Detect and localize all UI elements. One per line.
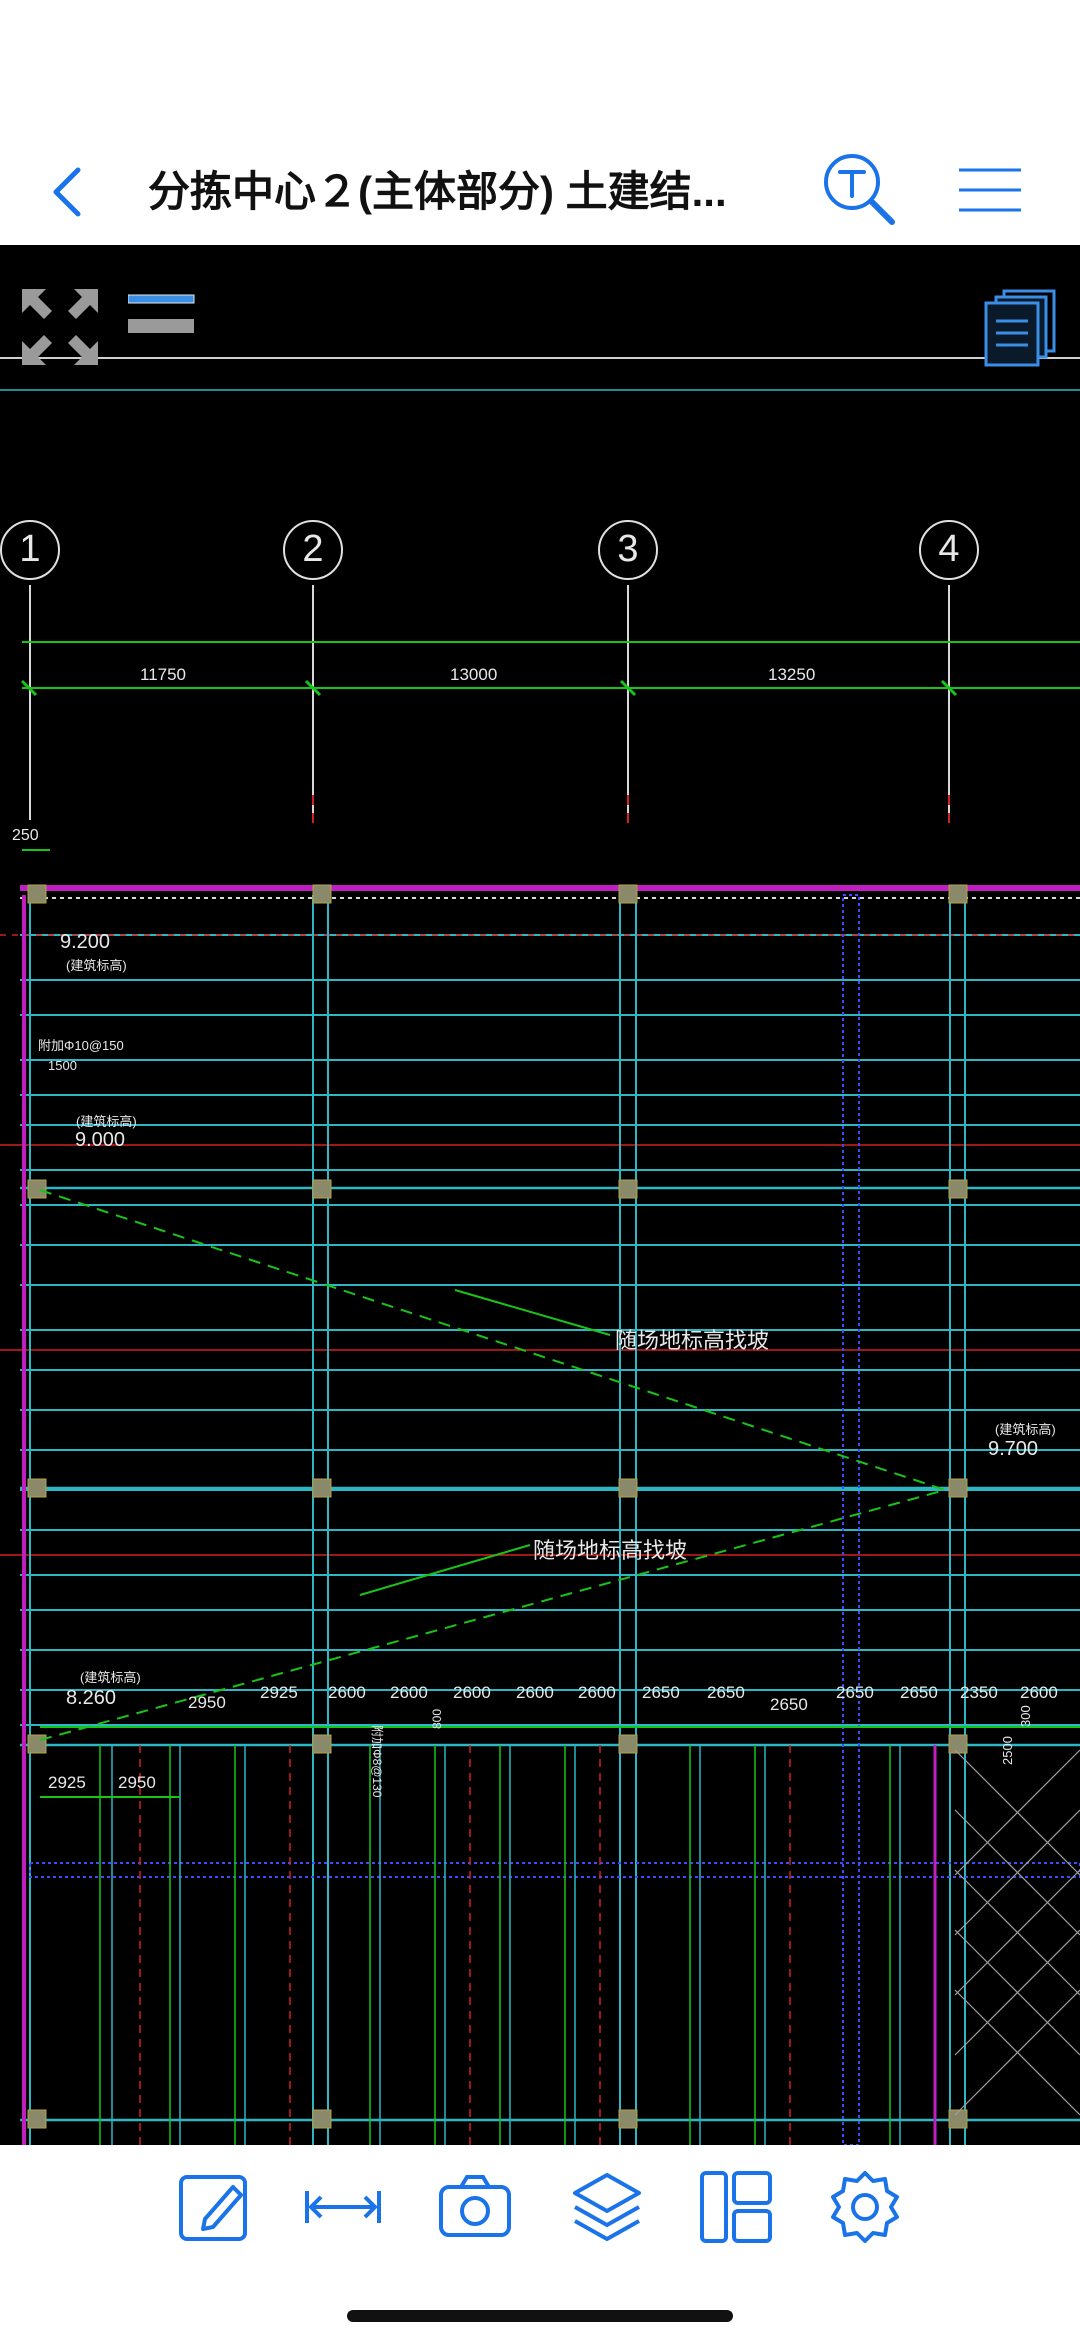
elev-8260-note: (建筑标高): [80, 1670, 141, 1685]
drawing-canvas[interactable]: 1 2 3 4 11750 13000 13250 250 9.200 (建筑标…: [0, 245, 1080, 2145]
elev-9200-note: (建筑标高): [66, 958, 127, 973]
lower-dim-2950: 2950: [118, 1773, 156, 1792]
layout-icon: [700, 2171, 772, 2243]
row-dim: 2600: [578, 1683, 616, 1702]
elev-9700-note: (建筑标高): [995, 1422, 1056, 1437]
row-dim: 2950: [188, 1693, 226, 1712]
text-search-button[interactable]: [820, 150, 900, 230]
elev-9200: 9.200: [60, 931, 111, 953]
elev-8260: 8.260: [66, 1687, 117, 1709]
row-dim: 2650: [707, 1683, 745, 1702]
axis-label-1: 1: [19, 528, 41, 570]
fullscreen-button[interactable]: [18, 285, 102, 369]
row-dim: 2350: [960, 1683, 998, 1702]
edit-icon: [179, 2175, 247, 2241]
nav-bar: 分拣中心２(主体部分) 土建结...: [0, 140, 1080, 245]
dim-11750: 11750: [140, 665, 187, 684]
back-button[interactable]: [40, 162, 100, 222]
home-indicator: [347, 2310, 733, 2322]
document-stack-icon: [984, 289, 1056, 367]
layers-button[interactable]: [567, 2167, 647, 2247]
dim-250: 250: [12, 827, 39, 844]
row-dim: 2600: [1020, 1683, 1058, 1702]
drawing-list-button[interactable]: [982, 287, 1058, 367]
rebar-note-2: 附加Φ8@130: [370, 1725, 384, 1798]
row-dim: 2600: [516, 1683, 554, 1702]
elev-9700: 9.700: [988, 1438, 1039, 1460]
expand-icon: [22, 289, 98, 365]
measure-button[interactable]: [303, 2167, 383, 2247]
layer-toggle-icon: [127, 294, 195, 333]
rebar-note: 附加Φ10@150: [38, 1038, 124, 1053]
chevron-left-icon: [53, 167, 81, 217]
rebar-len: 1500: [48, 1058, 77, 1073]
menu-button[interactable]: [955, 160, 1025, 220]
dim-13000: 13000: [450, 665, 498, 684]
row-dim: 2650: [836, 1683, 874, 1702]
rebar-len-2: 800: [430, 1708, 444, 1729]
dim-13250: 13250: [768, 665, 816, 684]
settings-button[interactable]: [825, 2167, 905, 2247]
row-dim: 2600: [390, 1683, 428, 1702]
axis-label-2: 2: [302, 528, 324, 570]
axis-label-4: 4: [938, 528, 960, 570]
row-dim: 2650: [642, 1683, 680, 1702]
elev-9000-note: (建筑标高): [76, 1114, 137, 1129]
menu-icon: [959, 168, 1021, 212]
row-dim: 2925: [260, 1683, 298, 1702]
slope-label-1: 随场地标高找坡: [615, 1328, 770, 1353]
layer-toggle-button[interactable]: [127, 293, 196, 333]
annotate-button[interactable]: [175, 2167, 255, 2247]
row-dim: 2600: [328, 1683, 366, 1702]
bottom-toolbar: [0, 2145, 1080, 2341]
elev-9000: 9.000: [75, 1129, 126, 1151]
text-search-icon: [824, 154, 895, 225]
slope-label-2: 随场地标高找坡: [533, 1538, 688, 1563]
layout-button[interactable]: [696, 2167, 776, 2247]
screenshot-button[interactable]: [435, 2167, 515, 2247]
right-vert-300: 300: [1018, 1705, 1033, 1727]
layers-icon: [573, 2173, 641, 2241]
right-vert-2500: 2500: [1000, 1736, 1015, 1765]
cad-drawing: [0, 357, 1080, 2145]
camera-icon: [439, 2175, 511, 2237]
lower-dim-2925: 2925: [48, 1773, 86, 1792]
row-dim: 2650: [770, 1695, 808, 1714]
measure-icon: [305, 2191, 381, 2223]
row-dim: 2650: [900, 1683, 938, 1702]
status-bar: [0, 0, 1080, 140]
page-title: 分拣中心２(主体部分) 土建结...: [148, 168, 727, 215]
row-dim: 2600: [453, 1683, 491, 1702]
gear-icon: [831, 2171, 899, 2243]
axis-label-3: 3: [617, 528, 639, 570]
